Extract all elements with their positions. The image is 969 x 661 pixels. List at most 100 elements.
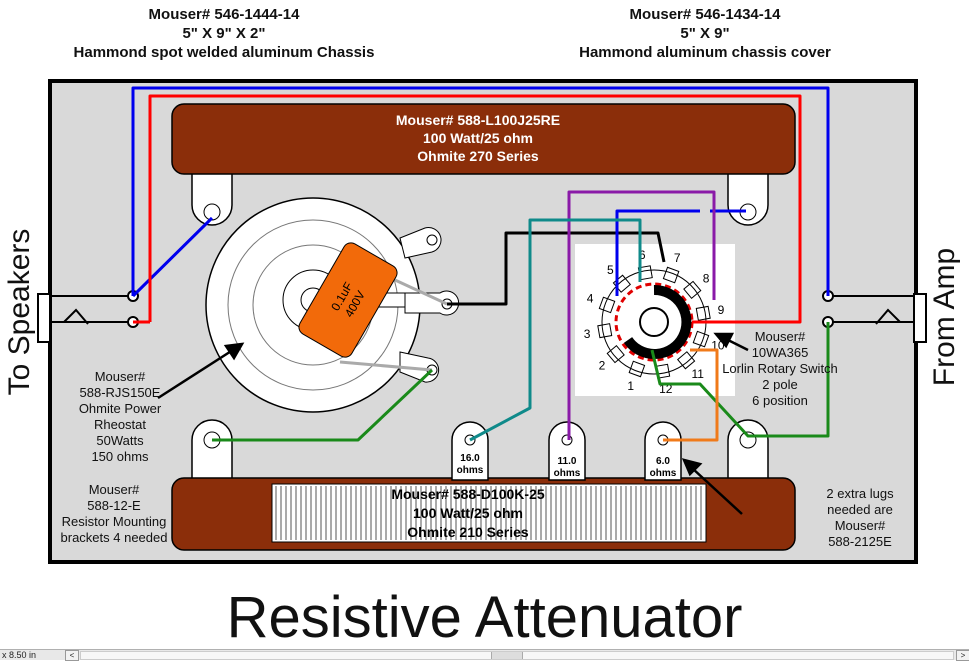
bracket-ann-3: brackets 4 needed: [61, 530, 168, 545]
rheostat-annotation: Mouser# 588-RJS150E Ohmite Power Rheosta…: [79, 369, 162, 464]
switch-position-11: 11: [691, 367, 704, 381]
top-resistor: [171, 103, 796, 175]
top-resistor-part: Mouser# 588-L100J25RE: [396, 112, 560, 128]
page-size-readout: x 8.50 in: [2, 650, 37, 660]
chassis-dimensions: 5" X 9" X 2": [182, 25, 266, 42]
right-jack: [913, 293, 927, 343]
wire-purple: [567, 190, 716, 440]
lug-6-ohms: 6.0 ohms: [644, 421, 682, 481]
capacitor-lead-bottom: [339, 360, 433, 372]
cover-part-number: Mouser# 546-1434-14: [629, 6, 781, 23]
switch-position-6: 6: [639, 248, 646, 262]
arrow-switch-head: [713, 332, 735, 349]
scroll-left-button[interactable]: <: [65, 650, 79, 661]
cover-dimensions: 5" X 9": [680, 25, 730, 42]
switch-tab: [598, 296, 616, 314]
lugs-annotation: 2 extra lugs needed are Mouser# 588-2125…: [826, 486, 894, 549]
scroll-right-button[interactable]: >: [956, 650, 969, 661]
lugs-ann-0: 2 extra lugs: [826, 486, 894, 501]
wire-blue-mount: [131, 216, 214, 298]
switch-position-9: 9: [718, 303, 725, 317]
switch-tab: [676, 351, 696, 370]
lug-6-unit: ohms: [650, 468, 677, 479]
chassis-description: Hammond spot welded aluminum Chassis: [73, 44, 375, 61]
wire-blue-tip: [131, 86, 830, 296]
left-jack-wires: [50, 295, 133, 323]
wire-red: [148, 94, 802, 324]
left-jack: [37, 293, 51, 343]
arrow-rheostat: [157, 346, 237, 400]
to-speakers-label: To Speakers: [3, 228, 36, 396]
bottom-right-mount-tab: [727, 419, 769, 481]
wire-orange: [663, 348, 719, 442]
switch-tab: [692, 330, 710, 348]
rheostat-ann-0: Mouser#: [95, 369, 146, 384]
page-title: Resistive Attenuator: [226, 585, 743, 650]
switch-rotor: [623, 284, 692, 359]
bottom-resistor-series: Ohmite 210 Series: [407, 524, 529, 540]
top-left-mount-hole: [203, 203, 221, 221]
pointer-arrows: [157, 332, 749, 515]
winding-lines: [275, 486, 702, 540]
left-jack-tip: [63, 308, 89, 325]
switch-ann-1: 10WA365: [752, 345, 809, 360]
switch-tab: [695, 305, 711, 321]
capacitor: 0.1uF 400V: [298, 242, 398, 358]
top-resistor-series: Ohmite 270 Series: [417, 148, 539, 164]
switch-ann-2: Lorlin Rotary Switch: [722, 361, 838, 376]
capacitor-lead-top: [394, 278, 448, 306]
arrow-lugs-head: [681, 458, 703, 477]
wires: [131, 86, 830, 442]
cover-description: Hammond aluminum chassis cover: [579, 44, 831, 61]
chassis-header: Mouser# 546-1444-14 5" X 9" X 2" Hammond…: [40, 5, 408, 62]
from-amp-label: From Amp: [928, 247, 961, 387]
bottom-resistor-winding: [271, 483, 707, 543]
lug-11-value: 11.0: [558, 456, 577, 467]
switch-annotation: Mouser# 10WA365 Lorlin Rotary Switch 2 p…: [722, 329, 838, 408]
switch-ann-4: 6 position: [752, 393, 808, 408]
arrow-rheostat-head: [223, 342, 245, 361]
cover-header: Mouser# 546-1434-14 5" X 9" Hammond alum…: [540, 5, 870, 62]
switch-ann-3: 2 pole: [762, 377, 797, 392]
lug-16-unit: ohms: [457, 465, 484, 476]
switch-position-5: 5: [607, 263, 614, 277]
lugs-ann-2: Mouser#: [835, 518, 886, 533]
bracket-annotation: Mouser# 588-12-E Resistor Mounting brack…: [61, 482, 168, 545]
switch-tab: [628, 360, 646, 378]
chassis-part-number: Mouser# 546-1444-14: [148, 6, 300, 23]
lug-11-unit: ohms: [554, 468, 581, 479]
wire-black: [447, 231, 666, 306]
rheostat-ann-5: 150 ohms: [91, 449, 149, 464]
rheostat-ann-3: Rheostat: [94, 417, 146, 432]
lugs-ann-1: needed are: [827, 502, 893, 517]
switch-ann-0: Mouser#: [755, 329, 806, 344]
wire-teal: [469, 218, 642, 442]
switch-position-8: 8: [703, 271, 710, 285]
status-bar: x 8.50 in < >: [0, 649, 969, 661]
switch-position-1: 1: [627, 379, 634, 393]
switch-tab: [597, 323, 613, 339]
arrow-lugs: [691, 467, 743, 515]
rheostat-lug-top-hole: [426, 234, 438, 246]
switch-tab: [662, 266, 680, 284]
top-left-mount-tab: [191, 169, 233, 226]
switch-tab: [606, 344, 625, 364]
switch-position-3: 3: [584, 327, 591, 341]
lug-16-value: 16.0: [460, 453, 480, 464]
lug-6-value: 6.0: [656, 456, 670, 467]
bracket-ann-1: 588-12-E: [87, 498, 141, 513]
lug-11-ohms: 11.0 ohms: [548, 421, 586, 481]
switch-shaft: [639, 307, 669, 337]
wire-blue-switch: [615, 209, 746, 296]
switch-position-4: 4: [587, 292, 594, 306]
rheostat-ann-2: Ohmite Power: [79, 401, 162, 416]
bottom-resistor-rating: 100 Watt/25 ohm: [413, 505, 523, 521]
rheostat-ann-4: 50Watts: [96, 433, 144, 448]
bracket-ann-2: Resistor Mounting: [62, 514, 167, 529]
bottom-left-mount-tab: [191, 419, 233, 481]
bottom-resistor-part: Mouser# 588-D100K-25: [391, 486, 545, 502]
scrollbar-thumb[interactable]: [491, 652, 523, 659]
bracket-ann-0: Mouser#: [89, 482, 140, 497]
lug-16-ohms: 16.0 ohms: [451, 421, 489, 481]
switch-position-7: 7: [674, 251, 681, 265]
